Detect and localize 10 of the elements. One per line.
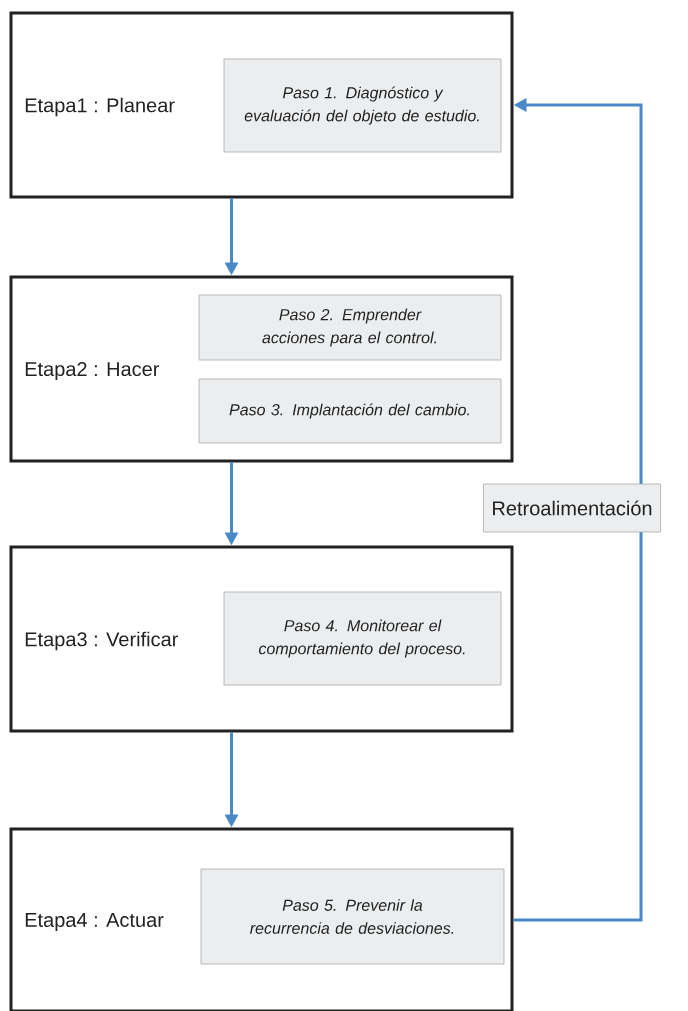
step-box: Paso 5. Prevenir la recurrencia de desviaciones. bbox=[200, 868, 505, 965]
step-box: Paso 2. Emprender acciones para el control. bbox=[198, 294, 502, 361]
stage-heading: Etapa3 : Verificar bbox=[25, 631, 178, 651]
stage-heading: Etapa2 : Hacer bbox=[25, 361, 160, 381]
step-box: Paso 3. Implantación del cambio. bbox=[198, 378, 502, 444]
edge-label: Retroalimentación bbox=[483, 483, 661, 533]
step-box: Paso 1. Diagnóstico y evaluación del objeto de estudio. bbox=[223, 58, 502, 153]
step-box: Paso 4. Monitorear el comportamiento del proceso. bbox=[223, 591, 502, 686]
stage-heading: Etapa1 : Planear bbox=[25, 97, 175, 117]
stage-heading: Etapa4 : Actuar bbox=[25, 913, 164, 931]
